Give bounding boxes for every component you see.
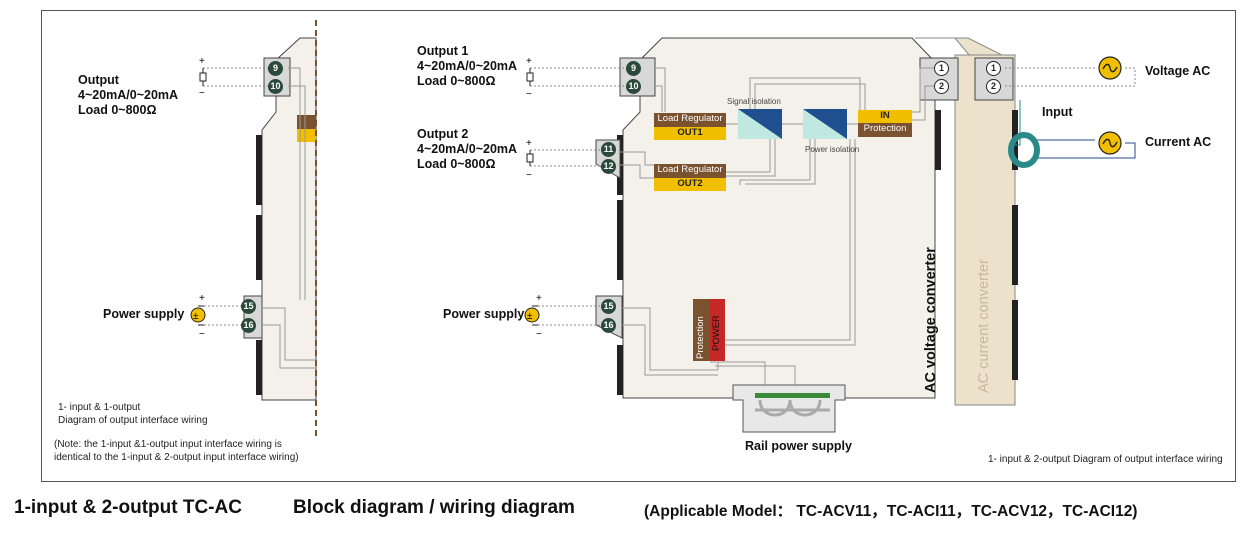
right-pin-11: 11 — [601, 142, 616, 157]
left-output-load: Load 0~800Ω — [78, 103, 157, 117]
left-note-line1: 1- input & 1-output — [58, 402, 141, 413]
left-note-line4: identical to the 1-input & 2-output inpu… — [54, 452, 299, 463]
right-output2-wiring: + − — [526, 138, 600, 181]
power-protection-text: Protection — [695, 316, 706, 359]
rail-power-supply — [732, 384, 846, 433]
input-a-pin-1: 1 — [934, 61, 949, 76]
left-output-title: Output — [78, 73, 119, 87]
left-pin-9: 9 — [268, 61, 283, 76]
right-power-wiring: ± + − — [524, 293, 600, 340]
right-power-supply-label: Power supply — [443, 307, 525, 321]
left-note-line3: (Note: the 1-input &1-output input inter… — [54, 439, 282, 450]
output1-title: Output 1 — [417, 44, 469, 58]
left-pin-10: 10 — [268, 79, 283, 94]
svg-text:+: + — [526, 56, 532, 67]
left-pin-15: 15 — [241, 299, 256, 314]
svg-text:−: − — [199, 88, 205, 99]
left-power-supply-label: Power supply — [103, 307, 185, 321]
svg-text:+: + — [199, 293, 205, 304]
right-note: 1- input & 2-output Diagram of output in… — [988, 454, 1223, 465]
internal-wires — [620, 67, 935, 390]
right-pin-12: 12 — [601, 159, 616, 174]
output1-load: Load 0~800Ω — [417, 74, 496, 88]
input-label: Input — [1042, 105, 1073, 119]
current-converter-label: AC current converter — [976, 259, 992, 393]
in-protection-label: Protection — [858, 123, 912, 137]
svg-text:+: + — [536, 293, 542, 304]
power-isolation-label: Power isolation — [805, 145, 860, 154]
power-isolation-block — [803, 109, 847, 139]
voltage-converter-label: AC voltage converter — [923, 247, 939, 393]
left-output-wiring: + − — [199, 56, 270, 99]
rail-power-label: Rail power supply — [745, 439, 852, 453]
svg-text:±: ± — [193, 311, 199, 322]
input-b-pin-2: 2 — [986, 79, 1001, 94]
left-output-range: 4~20mA/0~20mA — [78, 88, 179, 102]
left-note-line2: Diagram of output interface wiring — [58, 415, 208, 426]
load-regulator-1: Load Regulator — [654, 113, 726, 127]
input-a-pin-2: 2 — [934, 79, 949, 94]
voltage-ac-label: Voltage AC — [1145, 64, 1211, 78]
out2-label: OUT2 — [654, 178, 726, 191]
diagram-frame — [41, 10, 1236, 482]
left-module-body — [243, 20, 317, 440]
current-ac-label: Current AC — [1145, 135, 1212, 149]
right-pin-10: 10 — [626, 79, 641, 94]
right-output1-wiring: + − — [526, 56, 625, 100]
svg-text:−: − — [199, 329, 205, 340]
output2-range: 4~20mA/0~20mA — [417, 142, 518, 156]
left-pin-16: 16 — [241, 318, 256, 333]
svg-text:+: + — [199, 56, 205, 67]
svg-text:±: ± — [527, 311, 533, 322]
out1-label: OUT1 — [654, 127, 726, 140]
power-text: POWER — [711, 315, 722, 351]
output2-title: Output 2 — [417, 127, 469, 141]
input-wiring — [1005, 56, 1136, 168]
right-pin-15: 15 — [601, 299, 616, 314]
caption-title: 1-input & 2-output TC-AC — [14, 497, 242, 518]
output1-range: 4~20mA/0~20mA — [417, 59, 518, 73]
svg-text:−: − — [536, 329, 542, 340]
svg-text:+: + — [526, 138, 532, 149]
right-pin-16: 16 — [601, 318, 616, 333]
signal-isolation-block — [738, 109, 782, 139]
load-regulator-2: Load Regulator — [654, 164, 726, 178]
current-converter-body — [915, 37, 1018, 406]
signal-isolation-label: Signal isolation — [727, 97, 781, 106]
caption-models: (Applicable Model： TC-ACV11，TC-ACI11，TC-… — [644, 503, 1138, 520]
caption-subtitle: Block diagram / wiring diagram — [293, 497, 575, 518]
in-label: IN — [858, 110, 912, 123]
left-power-wiring: ± + − — [190, 293, 248, 340]
svg-text:−: − — [526, 89, 532, 100]
right-pin-9: 9 — [626, 61, 641, 76]
input-b-pin-1: 1 — [986, 61, 1001, 76]
output2-load: Load 0~800Ω — [417, 157, 496, 171]
power-protection-block: Protection POWER — [693, 299, 725, 361]
svg-text:−: − — [526, 170, 532, 181]
